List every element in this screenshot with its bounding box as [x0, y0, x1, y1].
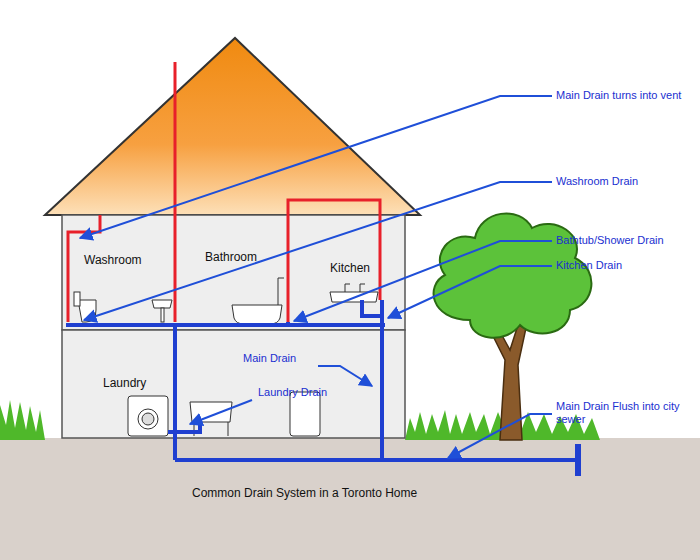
leader-lines [80, 96, 552, 458]
room-label: Washroom [84, 253, 142, 267]
callout-label: Washroom Drain [556, 175, 638, 188]
room-label: Kitchen [330, 261, 370, 275]
callout-label: Bathtub/Shower Drain [556, 234, 664, 247]
lower-floor [62, 330, 405, 438]
callout-label: Main Drain Flush into city sewer [556, 400, 688, 426]
upper-floor [62, 215, 405, 330]
fixtures [74, 278, 378, 436]
ground [0, 438, 700, 560]
callout-label: Kitchen Drain [556, 259, 622, 272]
room-label: Laundry [103, 376, 146, 390]
callout-label: Main Drain turns into vent [556, 89, 681, 102]
room-label: Bathroom [205, 250, 257, 264]
callout-label: Laundry Drain [258, 386, 327, 399]
drain-pipes [66, 300, 578, 476]
callout-label: Main Drain [243, 352, 296, 365]
vent-pipes [68, 62, 380, 322]
roof [45, 38, 420, 215]
caption: Common Drain System in a Toronto Home [192, 486, 417, 500]
